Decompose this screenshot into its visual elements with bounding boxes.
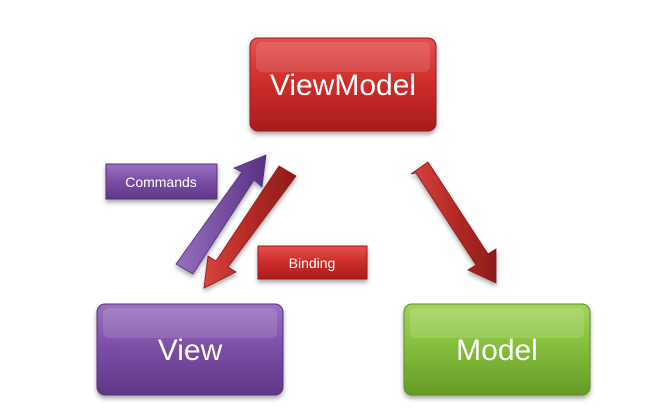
arrow-viewmodel-to-model bbox=[410, 161, 497, 284]
view-node: View bbox=[96, 303, 284, 396]
arrow-viewmodel-to-view-binding bbox=[203, 165, 297, 289]
viewmodel-node: ViewModel bbox=[249, 37, 437, 132]
commands-label: Commands bbox=[125, 174, 197, 190]
model-node: Model bbox=[403, 303, 591, 396]
view-label: View bbox=[158, 334, 223, 367]
viewmodel-label: ViewModel bbox=[270, 69, 416, 102]
model-label: Model bbox=[456, 334, 538, 367]
binding-tag: Binding bbox=[257, 245, 368, 280]
arrow-view-to-viewmodel-commands bbox=[175, 154, 267, 275]
commands-tag: Commands bbox=[105, 163, 218, 200]
binding-label: Binding bbox=[289, 255, 336, 271]
